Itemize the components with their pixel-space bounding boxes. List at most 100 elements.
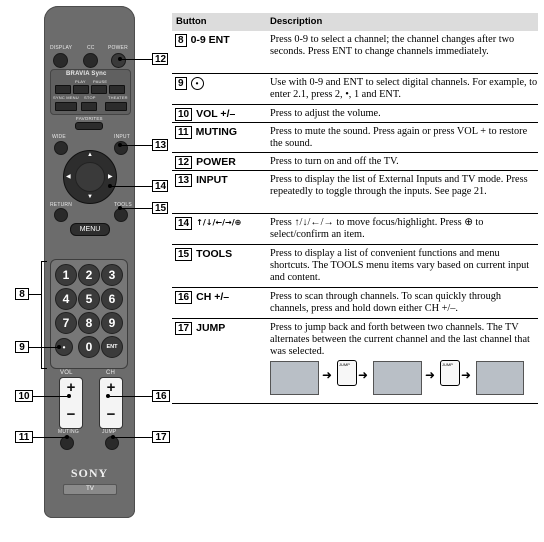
row-number: 13 (175, 174, 193, 187)
button-name: INPUT (196, 174, 228, 186)
callout-17: 17 (152, 431, 170, 443)
key-6[interactable]: 6 (101, 288, 123, 310)
pause-button[interactable] (91, 85, 107, 94)
stop-button[interactable] (81, 102, 97, 111)
row-number: 8 (175, 34, 187, 47)
input-button[interactable] (114, 141, 128, 155)
table-row: 14↑/↓/←/→/⊕ Press ↑/↓/←/→ to move focus/… (172, 214, 538, 245)
key-8[interactable]: 8 (78, 312, 100, 334)
dot-icon: • (62, 342, 66, 352)
button-name: TOOLS (196, 248, 233, 260)
key-9[interactable]: 9 (101, 312, 123, 334)
select-button[interactable] (75, 162, 105, 192)
ch-minus-icon: − (106, 406, 116, 423)
leader-line-13 (120, 145, 152, 146)
callout-16: 16 (152, 390, 170, 402)
row-number: 9 (175, 77, 187, 90)
leader-dot (106, 394, 110, 398)
dot-button[interactable]: • (55, 338, 73, 356)
header-button: Button (176, 16, 207, 27)
volume-rocker[interactable]: + − (59, 377, 83, 429)
row-number: 15 (175, 248, 193, 261)
leader-dot (57, 345, 61, 349)
leader-line-10 (33, 396, 69, 397)
right-arrow-icon: ➜ (358, 368, 369, 382)
leader-dot (118, 206, 122, 210)
callout-10: 10 (15, 390, 33, 402)
leader-line-11 (33, 437, 67, 438)
wide-button[interactable] (54, 141, 68, 155)
cc-button[interactable] (83, 53, 98, 68)
key-2[interactable]: 2 (78, 264, 100, 286)
leader-line-9 (29, 347, 59, 348)
play-button[interactable] (73, 85, 89, 94)
callout-11: 11 (15, 431, 33, 443)
favorites-button[interactable] (75, 122, 103, 130)
rewind-button[interactable] (55, 85, 71, 94)
header-description: Description (270, 16, 323, 27)
key-0[interactable]: 0 (78, 336, 100, 358)
row-number: 10 (175, 108, 193, 121)
forward-button[interactable] (109, 85, 125, 94)
key-4[interactable]: 4 (55, 288, 77, 310)
jump-label: JUMP (102, 429, 117, 435)
arrow-keys-icon: ↑/↓/←/→/⊕ (196, 218, 242, 227)
power-label: POWER (108, 45, 128, 51)
description-cell: Use with 0-9 and ENT to select digital c… (270, 77, 538, 100)
button-name: POWER (196, 156, 236, 168)
play-label: PLAY (75, 79, 86, 84)
callout-9: 9 (15, 341, 29, 353)
bravia-sync-label: BRAVIA Sync (66, 71, 107, 77)
leader-dot (118, 143, 122, 147)
row-number: 17 (175, 322, 193, 335)
navigation-ring[interactable]: ▲ ▼ ◀ ▶ (63, 150, 117, 204)
description-cell: Press 0-9 to select a channel; the chann… (270, 34, 515, 57)
description-cell: Press to turn on and off the TV. (270, 156, 399, 167)
down-arrow-icon: ▼ (87, 194, 93, 200)
vol-minus-icon: − (66, 406, 76, 423)
jump-icon-label: JUMP (339, 362, 350, 367)
vol-plus-icon: + (66, 379, 76, 396)
ent-button[interactable]: ENT (101, 336, 123, 358)
callout-15: 15 (152, 202, 168, 214)
sync-menu-button[interactable] (55, 102, 77, 111)
pause-label: PAUSE (93, 79, 108, 84)
leader-line-15 (120, 208, 152, 209)
key-5[interactable]: 5 (78, 288, 100, 310)
menu-button[interactable]: MENU (70, 223, 110, 236)
theater-button[interactable] (105, 102, 127, 111)
description-cell: Press to display a list of convenient fu… (270, 248, 530, 283)
display-button[interactable] (53, 53, 68, 68)
key-1[interactable]: 1 (55, 264, 77, 286)
description-cell: Press to mute the sound. Press again or … (270, 126, 528, 149)
callout-13: 13 (152, 139, 168, 151)
channel-thumbnail (476, 361, 524, 395)
return-button[interactable] (54, 208, 68, 222)
vol-label: VOL (60, 370, 73, 376)
tools-button[interactable] (114, 208, 128, 222)
channel-rocker[interactable]: + − (99, 377, 123, 429)
jump-press-icon: JUMP (440, 360, 460, 386)
button-cell: 14↑/↓/←/→/⊕ (175, 217, 267, 230)
stop-label: STOP (84, 95, 96, 100)
key-7[interactable]: 7 (55, 312, 77, 334)
key-3[interactable]: 3 (101, 264, 123, 286)
remote-control: DISPLAY CC POWER BRAVIA Sync PLAY PAUSE … (44, 6, 135, 518)
description-cell: Press to jump back and forth between two… (270, 322, 530, 357)
leader-line-12 (120, 59, 152, 60)
leader-dot (111, 435, 115, 439)
channel-thumbnail (373, 361, 422, 395)
button-name: JUMP (196, 322, 226, 334)
